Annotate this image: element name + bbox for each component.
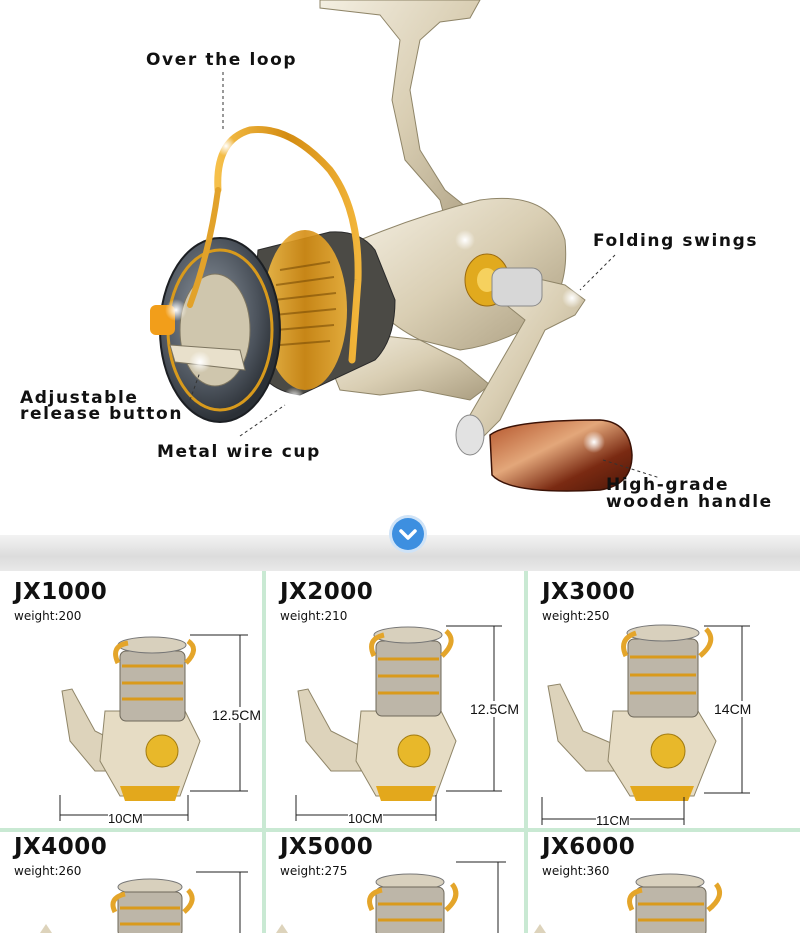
model-weight: weight:360 bbox=[542, 864, 610, 878]
model-card: JX6000 weight:360 bbox=[528, 832, 800, 933]
model-grid: JX1000 weight:200 12.5CM 10CM JX2000 wei… bbox=[0, 571, 800, 933]
model-card: JX1000 weight:200 12.5CM 10CM bbox=[0, 571, 262, 828]
hero-section: Over the loop Folding swings Adjustable … bbox=[20, 0, 773, 512]
model-name: JX5000 bbox=[280, 834, 374, 860]
callout-handle-line2: wooden handle bbox=[606, 492, 773, 512]
model-weight: weight:260 bbox=[14, 864, 82, 878]
height-label: 12.5CM bbox=[212, 707, 262, 723]
reel-image bbox=[59, 634, 248, 821]
model-weight: weight:250 bbox=[542, 609, 610, 623]
height-label: 14CM bbox=[714, 701, 752, 717]
model-card: JX3000 weight:250 14CM 11CM bbox=[528, 571, 800, 828]
callout-adjustable-line1: Adjustable bbox=[20, 388, 139, 408]
divider-button[interactable] bbox=[392, 518, 424, 550]
width-label: 11CM bbox=[596, 813, 630, 828]
height-label: 12.5CM bbox=[470, 701, 520, 717]
reel-image bbox=[534, 873, 723, 933]
hero-reel-image bbox=[150, 0, 661, 492]
model-name: JX3000 bbox=[542, 579, 636, 605]
model-name: JX1000 bbox=[14, 579, 108, 605]
reel-image bbox=[295, 625, 502, 821]
model-name: JX6000 bbox=[542, 834, 636, 860]
width-label: 10CM bbox=[108, 811, 143, 826]
model-name: JX2000 bbox=[280, 579, 374, 605]
chevron-down-icon bbox=[399, 529, 417, 540]
model-card: JX5000 weight:275 bbox=[266, 832, 524, 933]
model-weight: weight:200 bbox=[14, 609, 82, 623]
callout-handle-line1: High-grade bbox=[606, 475, 730, 495]
reel-image bbox=[276, 861, 506, 933]
reel-image bbox=[541, 624, 750, 825]
model-weight: weight:275 bbox=[280, 864, 348, 878]
model-weight: weight:210 bbox=[280, 609, 348, 623]
reel-image bbox=[40, 871, 248, 933]
model-card: JX2000 weight:210 12.5CM 10CM bbox=[266, 571, 524, 828]
width-label: 10CM bbox=[348, 811, 383, 826]
callout-folding-swings: Folding swings bbox=[593, 231, 759, 251]
callout-adjustable-line2: release button bbox=[20, 404, 184, 424]
model-name: JX4000 bbox=[14, 834, 108, 860]
callout-metal-wire-cup: Metal wire cup bbox=[157, 442, 321, 462]
callout-over-loop: Over the loop bbox=[146, 50, 298, 70]
model-card: JX4000 weight:260 bbox=[0, 832, 262, 933]
